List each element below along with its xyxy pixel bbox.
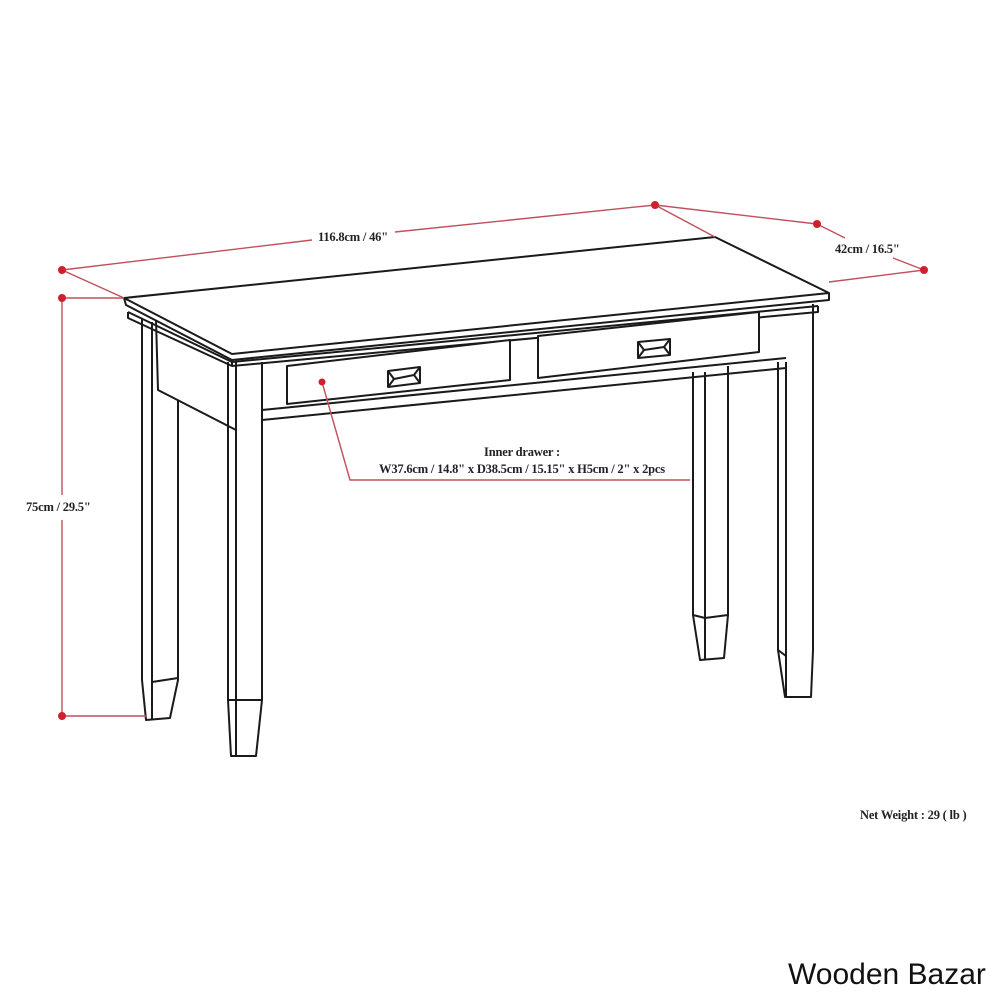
width-dimension-line: [61, 239, 313, 271]
height-dimension-label: 75cm / 29.5": [26, 500, 91, 514]
dimension-lines: [61, 204, 925, 717]
inner-drawer-title: Inner drawer :: [484, 445, 560, 459]
brand-watermark: Wooden Bazar: [788, 958, 986, 991]
inner-drawer-spec: W37.6cm / 14.8" x D38.5cm / 15.15" x H5c…: [379, 462, 665, 476]
depth-dimension-label: 42cm / 16.5": [835, 242, 900, 256]
net-weight-label: Net Weight : 29 ( lb ): [860, 808, 967, 822]
width-dimension-label: 116.8cm / 46": [318, 230, 388, 244]
dimension-dots: [58, 201, 928, 720]
leg-back-left: [141, 318, 179, 721]
drawer-pull-right: [637, 338, 671, 359]
leg-back-right: [692, 366, 729, 661]
depth-dimension-line: [654, 204, 818, 225]
drawer-pull-left: [387, 366, 421, 388]
drawer-leader-line: [321, 381, 690, 481]
leg-front-right: [777, 304, 814, 698]
table-outline: [123, 236, 830, 757]
leg-front-left: [227, 362, 263, 757]
inner-drawer-label: Inner drawer : W37.6cm / 14.8" x D38.5cm…: [352, 444, 692, 478]
